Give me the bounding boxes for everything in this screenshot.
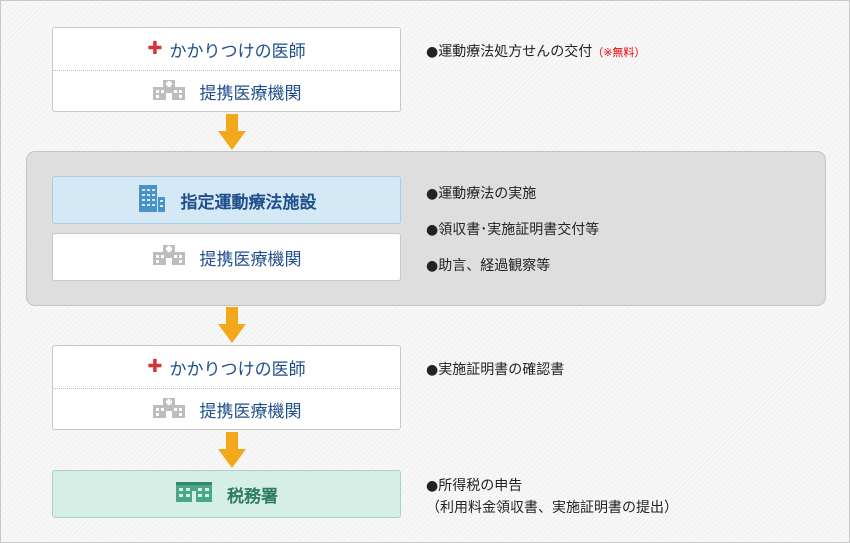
step2-description-3: ●助言、経過観察等: [426, 258, 551, 274]
step2-facility-box: 提携医療機関: [52, 233, 401, 281]
hospital-icon: [152, 244, 186, 270]
designated-facility-row: 指定運動療法施設: [53, 177, 400, 223]
step1-facility-row: 提携医療機関: [53, 71, 400, 112]
hospital-icon: [152, 397, 186, 423]
step1-box: ✚ かかりつけの医師 提携医療機関: [52, 27, 401, 112]
step4-description-2: （利用料金領収書、実施証明書の提出）: [426, 500, 678, 516]
step2-description-2: ●領収書･実施証明書交付等: [426, 222, 600, 238]
step3-doctor-label: かかりつけの医師: [169, 359, 306, 380]
arrow-down-icon: [218, 307, 246, 343]
step2-facility-label: 提携医療機関: [199, 249, 302, 270]
step1-description-text: ●運動療法処方せんの交付: [426, 44, 593, 60]
tax-office-label: 税務署: [227, 486, 278, 507]
step3-facility-label: 提携医療機関: [199, 402, 302, 422]
tax-office-row: 税務署: [53, 471, 400, 517]
step3-facility-row: 提携医療機関: [53, 389, 400, 430]
step3-doctor-row: ✚ かかりつけの医師: [53, 346, 400, 388]
step3-description: ●実施証明書の確認書: [426, 362, 565, 378]
step1-description: ●運動療法処方せんの交付（※無料）: [426, 41, 645, 61]
medical-cross-icon: ✚: [147, 356, 163, 377]
step1-divider: [53, 70, 400, 71]
tax-office-box: 税務署: [52, 470, 401, 518]
step1-facility-label: 提携医療機関: [199, 84, 302, 104]
free-note: （※無料）: [592, 46, 646, 59]
designated-facility-label: 指定運動療法施設: [180, 192, 317, 213]
designated-facility-box: 指定運動療法施設: [52, 176, 401, 224]
medical-cross-icon: ✚: [147, 38, 163, 59]
step1-doctor-label: かかりつけの医師: [169, 41, 306, 62]
step3-box: ✚ かかりつけの医師 提携医療機関: [52, 345, 401, 430]
arrow-down-icon: [218, 114, 246, 150]
step2-facility-row: 提携医療機関: [53, 234, 400, 280]
arrow-down-icon: [218, 432, 246, 468]
step3-divider: [53, 388, 400, 389]
step2-description-1: ●運動療法の実施: [426, 186, 537, 202]
step1-doctor-row: ✚ かかりつけの医師: [53, 28, 400, 70]
hospital-icon: [152, 79, 186, 105]
step4-description-1: ●所得税の申告: [426, 478, 523, 494]
office-building-icon: [175, 481, 213, 507]
building-icon: [137, 183, 167, 217]
